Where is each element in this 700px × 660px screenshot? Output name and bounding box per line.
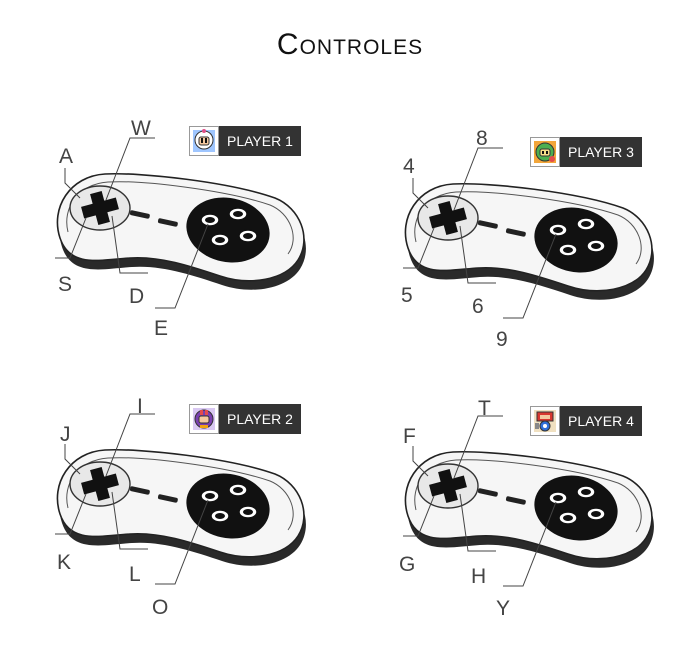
green-bomberman-icon — [530, 137, 560, 167]
player-2-key-left: J — [60, 423, 71, 446]
player-3-key-up: 8 — [476, 127, 488, 150]
controller-player-3 — [402, 147, 655, 319]
controller-player-4 — [402, 415, 655, 587]
player-3-label: PLAYER 3 — [560, 137, 642, 167]
player-1-badge: PLAYER 1 — [189, 126, 301, 156]
player-4-label: PLAYER 4 — [560, 406, 642, 436]
page-title: Controles — [276, 28, 424, 61]
player-1-key-action: E — [154, 317, 169, 340]
player-1-key-up: W — [131, 117, 151, 140]
player-3-key-action: 9 — [496, 328, 508, 351]
player-4-key-right: H — [471, 565, 487, 588]
player-3-key-down: 5 — [401, 284, 413, 307]
player-1-key-left: A — [59, 145, 74, 168]
white-bomberman-icon — [189, 126, 219, 156]
controller-player-1 — [54, 137, 307, 309]
player-2-key-action: O — [152, 596, 169, 619]
player-1-key-right: D — [129, 285, 145, 308]
player-4-badge: PLAYER 4 — [530, 406, 642, 436]
controller-player-2 — [54, 413, 307, 585]
player-4-key-up: T — [478, 397, 491, 420]
player-1-key-down: S — [58, 273, 73, 296]
player-2-badge: PLAYER 2 — [189, 404, 301, 434]
purple-bomberman-icon — [189, 404, 219, 434]
player-3-badge: PLAYER 3 — [530, 137, 642, 167]
player-3-key-right: 6 — [472, 295, 484, 318]
player-3-key-left: 4 — [403, 155, 415, 178]
player-1-label: PLAYER 1 — [219, 126, 301, 156]
player-4-key-left: F — [403, 425, 416, 448]
player-4-key-action: Y — [496, 597, 511, 620]
player-4-key-down: G — [399, 553, 416, 576]
player-2-key-right: L — [129, 563, 141, 586]
red-robot-bomberman-icon — [530, 406, 560, 436]
player-2-key-up: I — [137, 395, 143, 418]
player-2-label: PLAYER 2 — [219, 404, 301, 434]
player-2-key-down: K — [57, 551, 72, 574]
